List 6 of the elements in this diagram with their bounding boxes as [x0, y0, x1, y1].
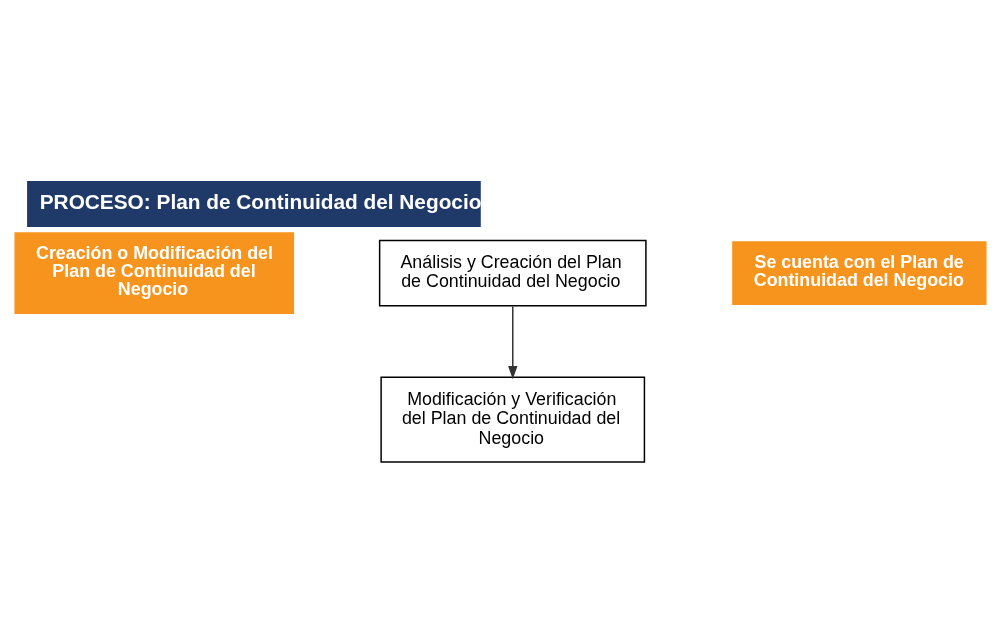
node-box: Creación o Modificación del Plan de Continuidad del Negocio: [14, 231, 295, 314]
node-box: Modificación y Verificación del Plan de Continuidad del Negocio: [380, 376, 646, 463]
node-box: Análisis y Creación del Plan de Continuidad del Negocio: [378, 239, 647, 307]
arrow: [508, 305, 518, 379]
diagram-title: PROCESO: Plan de Continuidad del Negocio: [39, 189, 482, 213]
node-box: Se cuenta con el Plan de Continuidad del Negocio: [732, 240, 987, 305]
